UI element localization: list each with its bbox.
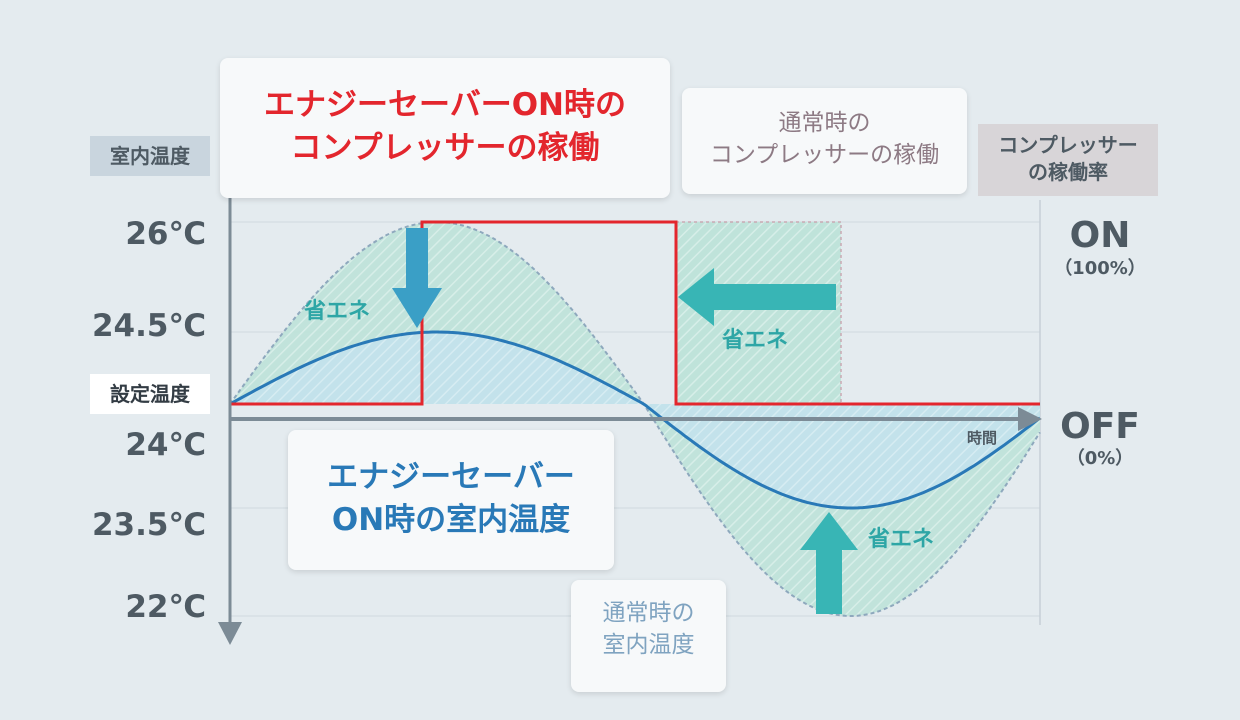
saving-arrow-up bbox=[800, 512, 858, 614]
saving-arrow-down bbox=[392, 228, 442, 328]
saving-area-lower bbox=[645, 405, 1040, 616]
saving-label-2: 省エネ bbox=[721, 328, 788, 353]
y-axis-arrowhead bbox=[218, 622, 242, 645]
series-normal-temperature bbox=[229, 220, 1041, 618]
y-tick-26: 26℃ bbox=[125, 216, 206, 252]
callout-saver-compressor: エナジーセーバーON時の コンプレッサーの稼働 bbox=[220, 58, 670, 198]
callout-normal-temperature-line-1: 通常時の bbox=[602, 600, 695, 626]
callout-saver-temperature-line-2: ON時の室内温度 bbox=[331, 501, 571, 538]
callout-normal-temperature-line-2: 室内温度 bbox=[602, 631, 695, 658]
right-tick-on: ON bbox=[1070, 215, 1131, 256]
callout-normal-compressor-line-1: 通常時の bbox=[778, 110, 871, 136]
right-axis-label-line-2: の稼働率 bbox=[1028, 160, 1108, 184]
callout-normal-compressor: 通常時の コンプレッサーの稼働 bbox=[682, 88, 967, 194]
saving-area-upper bbox=[230, 222, 641, 404]
y-axis-label-right: コンプレッサー の稼働率 bbox=[978, 124, 1158, 196]
y-tick-22: 22℃ bbox=[125, 589, 206, 625]
series-saver-temperature bbox=[229, 330, 1041, 510]
y-axis-label-left: 室内温度 bbox=[90, 136, 210, 176]
series-saver-compressor bbox=[230, 220, 1040, 406]
saving-arrow-left bbox=[678, 268, 836, 326]
x-axis-label: 時間 bbox=[967, 429, 997, 447]
callout-saver-temperature: エナジーセーバー ON時の室内温度 bbox=[288, 430, 614, 570]
callout-saver-compressor-line-2: コンプレッサーの稼働 bbox=[290, 129, 600, 166]
right-tick-on-sub: （100%） bbox=[1054, 258, 1146, 279]
y-tick-245: 24.5℃ bbox=[92, 308, 206, 344]
set-temperature-label: 設定温度 bbox=[90, 374, 210, 414]
x-axis-arrowhead bbox=[1018, 407, 1042, 431]
y-tick-24: 24℃ bbox=[125, 427, 206, 463]
callout-saver-compressor-line-1: エナジーセーバーON時の bbox=[264, 87, 626, 123]
saving-area-upper-inner bbox=[230, 332, 641, 404]
y-tick-235: 23.5℃ bbox=[92, 507, 206, 543]
saving-area-lower-inner bbox=[645, 404, 1040, 508]
right-tick-off: OFF bbox=[1060, 406, 1140, 447]
saving-label-1: 省エネ bbox=[303, 299, 370, 324]
callout-normal-temperature: 通常時の 室内温度 bbox=[571, 580, 726, 692]
right-axis-label-line-1: コンプレッサー bbox=[998, 133, 1138, 157]
callout-normal-compressor-line-2: コンプレッサーの稼働 bbox=[709, 141, 940, 168]
callout-saver-temperature-line-1: エナジーセーバー bbox=[327, 459, 575, 495]
saving-label-3: 省エネ bbox=[867, 527, 934, 552]
right-tick-off-sub: （0%） bbox=[1067, 448, 1134, 469]
